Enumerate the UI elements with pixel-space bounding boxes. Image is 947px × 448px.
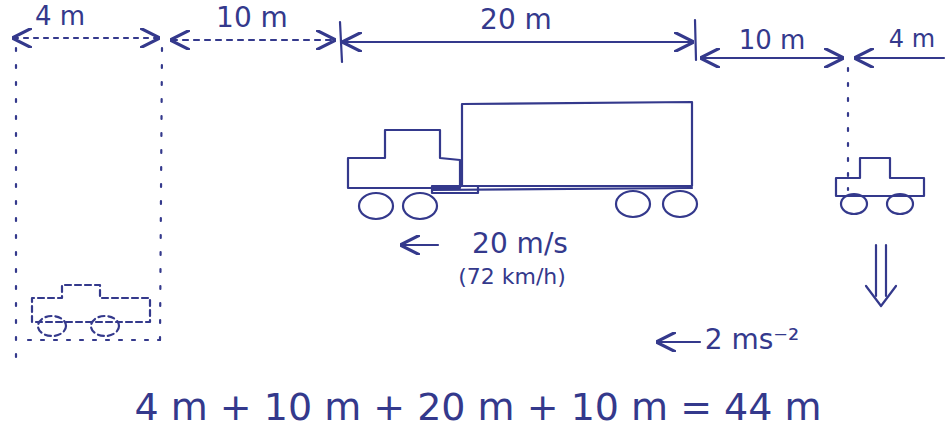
truck — [348, 102, 697, 219]
tick-mark — [695, 20, 696, 60]
tick-mark — [340, 22, 342, 62]
dimension-line — [856, 57, 944, 59]
motion-arrow — [866, 245, 896, 306]
acceleration-arrow — [658, 341, 700, 343]
dimension-label: 10 m — [213, 2, 291, 34]
equation: 4 m + 10 m + 20 m + 10 m = 44 m — [131, 386, 824, 430]
dimension-line — [344, 41, 692, 43]
quantity-label: (72 km/h) — [455, 264, 569, 289]
velocity-arrow — [402, 244, 438, 246]
car — [836, 158, 924, 214]
dimension-line — [172, 39, 334, 41]
guide-line — [847, 68, 849, 190]
dimension-line — [702, 57, 842, 59]
guide-line — [160, 48, 162, 340]
guide-line — [28, 339, 160, 341]
dimension-label: 10 m — [736, 26, 809, 56]
dimension-line — [14, 37, 158, 39]
quantity-label: 20 m/s — [469, 228, 571, 260]
dimension-label: 4 m — [32, 2, 88, 32]
dimension-label: 4 m — [886, 26, 938, 54]
car-outline — [32, 285, 150, 336]
quantity-label: 2 ms⁻² — [702, 324, 803, 356]
guide-line — [15, 48, 17, 358]
dimension-label: 20 m — [477, 4, 555, 36]
